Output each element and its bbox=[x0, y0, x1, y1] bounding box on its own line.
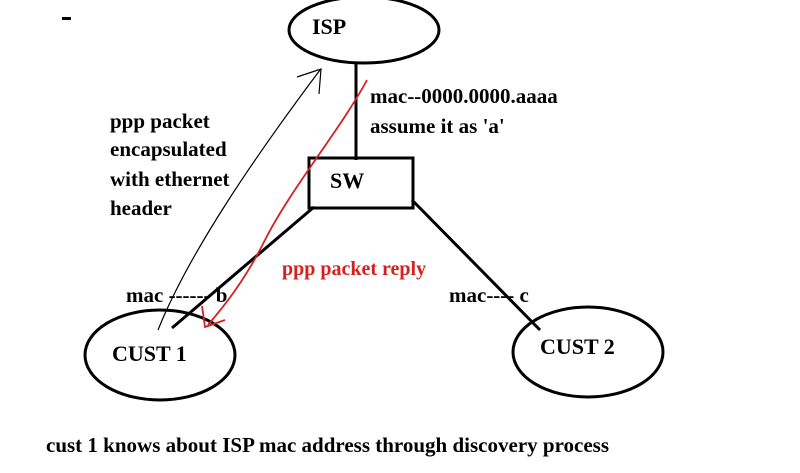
switch-cust1-link bbox=[171, 205, 315, 330]
ppp-packet-label-line3: with ethernet bbox=[110, 167, 230, 191]
ppp-packet-label-line4: header bbox=[110, 196, 172, 220]
ppp-request-arrow bbox=[157, 69, 321, 331]
stray-dash-mark bbox=[62, 17, 71, 20]
ppp-reply-label: ppp packet reply bbox=[282, 258, 426, 280]
diagram-caption: cust 1 knows about ISP mac address throu… bbox=[46, 433, 609, 457]
isp-node-label: ISP bbox=[312, 14, 346, 39]
ppp-reply-arrow bbox=[207, 79, 368, 326]
ppp-reply-arrowhead bbox=[201, 305, 226, 329]
switch-node-label: SW bbox=[330, 168, 364, 193]
ppp-packet-label-line1: ppp packet bbox=[110, 109, 210, 133]
cust2-node-ellipse bbox=[511, 305, 665, 399]
ppp-packet-label-line2: encapsulated bbox=[110, 137, 227, 161]
cust1-node-ellipse bbox=[83, 308, 237, 402]
cust1-mac-label: mac ------ b bbox=[126, 283, 227, 307]
ppp-request-arrowhead bbox=[296, 68, 322, 95]
cust2-mac-label: mac---- c bbox=[449, 283, 529, 307]
switch-cust2-link bbox=[410, 198, 542, 332]
switch-node-box bbox=[307, 156, 415, 210]
isp-mac-alias-label: assume it as 'a' bbox=[370, 114, 505, 138]
cust2-node-label: CUST 2 bbox=[540, 334, 615, 359]
isp-node-ellipse bbox=[287, 0, 441, 65]
cust1-node-label: CUST 1 bbox=[112, 341, 187, 366]
isp-mac-label: mac--0000.0000.aaaa bbox=[370, 84, 558, 108]
